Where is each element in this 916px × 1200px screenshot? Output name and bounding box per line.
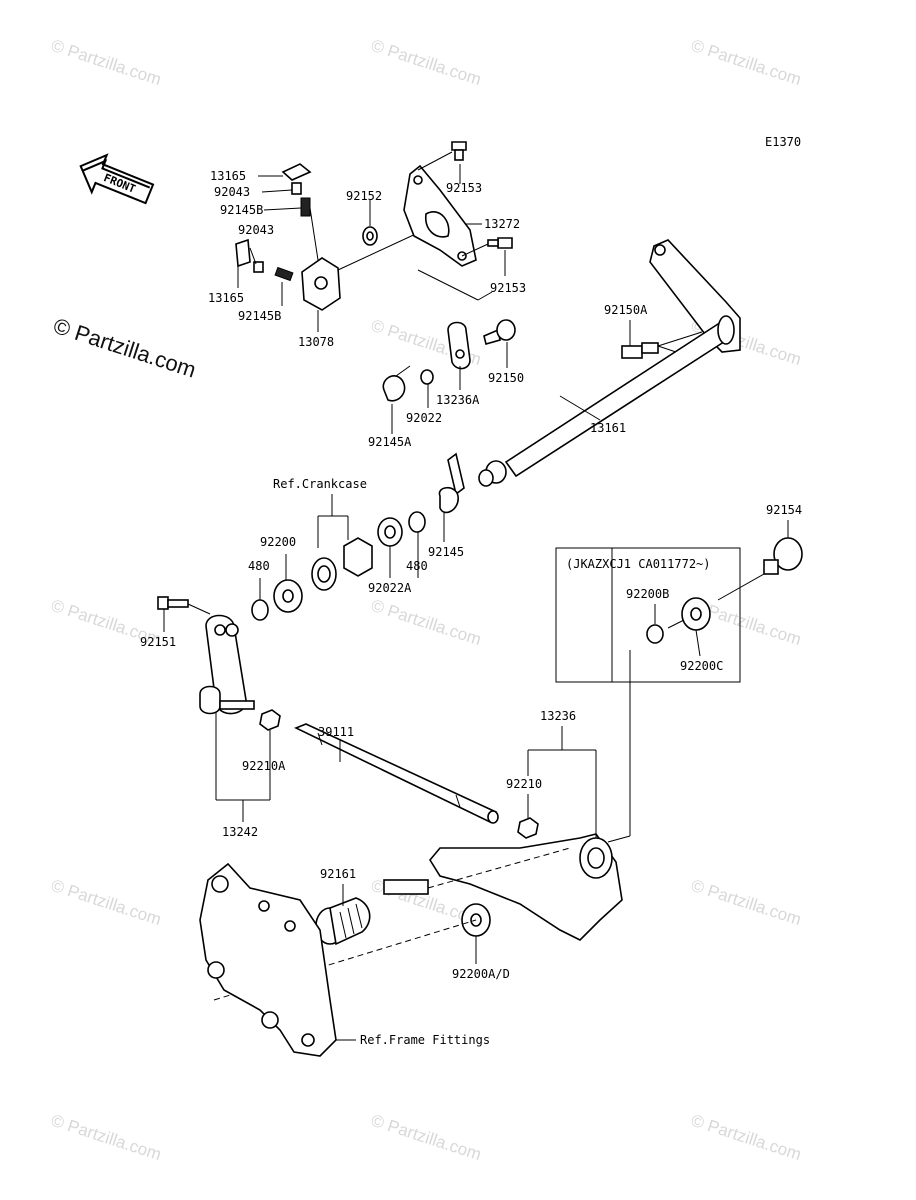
frame-bracket — [199, 862, 337, 1057]
part-label: 92150 — [488, 371, 524, 385]
watermark: © Partzilla.com — [369, 1111, 484, 1164]
part-label: 92022 — [406, 411, 442, 425]
part-labels: 13165 92043 92145B 92043 13165 92145B 13… — [140, 169, 802, 1047]
shift-pedal — [383, 833, 623, 941]
part-label: 92022A — [368, 581, 412, 595]
shift-lever-linkage — [157, 596, 281, 731]
part-label: 92200B — [626, 587, 669, 601]
part-label: 92154 — [766, 503, 802, 517]
part-label: 13236A — [436, 393, 480, 407]
part-label: 92200C — [680, 659, 723, 673]
part-label: 13242 — [222, 825, 258, 839]
part-label: 39111 — [318, 725, 354, 739]
part-label: 92161 — [320, 867, 356, 881]
ref-frame-fittings: Ref.Frame Fittings — [360, 1033, 490, 1047]
part-label: 13236 — [540, 709, 576, 723]
watermark: © Partzilla.com — [689, 1111, 804, 1164]
part-label: 92210A — [242, 759, 286, 773]
watermark-main: © Partzilla.com — [50, 313, 199, 383]
part-label: 92210 — [506, 777, 542, 791]
tie-rod — [294, 723, 539, 839]
part-label: 13272 — [484, 217, 520, 231]
part-label: 13165 — [208, 291, 244, 305]
part-label: 92145A — [368, 435, 412, 449]
part-label: 92153 — [446, 181, 482, 195]
part-label: 92150A — [604, 303, 648, 317]
leader-lines — [163, 164, 789, 1041]
front-arrow-icon: FRONT — [79, 153, 155, 205]
part-label: 13161 — [590, 421, 626, 435]
part-label: 92145 — [428, 545, 464, 559]
watermark: © Partzilla.com — [49, 876, 164, 929]
part-label: 92145B — [220, 203, 263, 217]
part-label: 13165 — [210, 169, 246, 183]
part-label: 480 — [406, 559, 428, 573]
watermark: © Partzilla.com — [689, 36, 804, 89]
part-label: 92145B — [238, 309, 281, 323]
watermark: © Partzilla.com — [369, 36, 484, 89]
part-label: 92043 — [238, 223, 274, 237]
watermark: © Partzilla.com — [369, 596, 484, 649]
diagram-code: E1370 — [765, 135, 801, 149]
part-label: 92152 — [346, 189, 382, 203]
part-label: 92200A/D — [452, 967, 510, 981]
part-label: 480 — [248, 559, 270, 573]
ref-crankcase: Ref.Crankcase — [273, 477, 367, 491]
pedal-rubber — [213, 897, 491, 1001]
variant-box: (JKAZXCJ1 CA011772~) — [555, 547, 741, 683]
part-label: 92153 — [490, 281, 526, 295]
part-label: 92043 — [214, 185, 250, 199]
part-label: 13078 — [298, 335, 334, 349]
shift-shaft — [478, 239, 741, 487]
part-label: 92200 — [260, 535, 296, 549]
shift-drum-cam-assembly — [235, 141, 516, 402]
part-label: 92151 — [140, 635, 176, 649]
variant-note: (JKAZXCJ1 CA011772~) — [566, 557, 711, 571]
pivot-bolt — [717, 537, 803, 601]
watermark: © Partzilla.com — [689, 876, 804, 929]
watermark: © Partzilla.com — [49, 1111, 164, 1164]
watermark: © Partzilla.com — [49, 36, 164, 89]
